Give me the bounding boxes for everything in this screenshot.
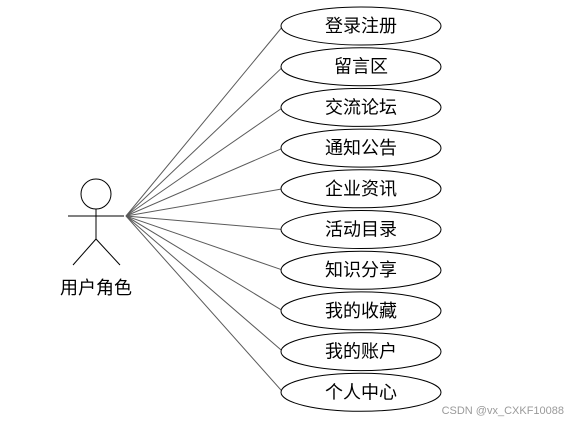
use-case-label: 留言区 (334, 57, 388, 78)
use-case-label: 登录注册 (325, 16, 397, 37)
use-case: 登录注册 (280, 6, 442, 46)
use-case-ellipse (280, 6, 442, 46)
use-case-label: 交流论坛 (325, 97, 397, 118)
use-case-ellipse (280, 87, 442, 127)
watermark: CSDN @vx_CXKF10088 (441, 405, 564, 417)
association-line (125, 106, 284, 217)
use-case-ellipse (280, 47, 442, 87)
use-case-ellipse (280, 372, 442, 412)
association-line (125, 66, 284, 217)
association-lines (125, 25, 284, 393)
use-case-ellipse (280, 210, 442, 249)
use-case-ellipse (280, 291, 442, 331)
use-case-ellipse (280, 250, 442, 290)
actor-left-leg (72, 238, 97, 266)
use-case: 活动目录 (280, 210, 442, 249)
use-case: 我的收藏 (280, 291, 442, 331)
association-line (125, 188, 284, 217)
use-case-label: 通知公告 (325, 138, 397, 159)
use-case-label: 知识分享 (325, 260, 397, 281)
actor-label: 用户角色 (60, 278, 132, 299)
association-line (125, 215, 284, 352)
use-case: 企业资讯 (280, 169, 442, 209)
use-case-label: 个人中心 (325, 382, 397, 403)
actor-right-leg (95, 238, 121, 266)
use-case-label: 我的收藏 (325, 301, 397, 322)
use-case-ellipse (280, 332, 442, 372)
use-case: 通知公告 (280, 128, 442, 168)
association-line (125, 215, 284, 312)
use-case: 我的账户 (280, 332, 442, 372)
use-case: 留言区 (280, 47, 442, 87)
use-case: 知识分享 (280, 250, 442, 290)
use-case-label: 活动目录 (325, 220, 397, 241)
actor-head (80, 178, 112, 210)
use-case-ellipse (280, 128, 442, 168)
use-case-ellipse (280, 169, 442, 209)
association-line (125, 147, 284, 217)
association-line (125, 25, 284, 217)
use-case-label: 企业资讯 (325, 179, 397, 200)
association-line (125, 215, 284, 271)
actor-figure: 用户角色 (60, 178, 132, 299)
use-case: 个人中心 (280, 372, 442, 412)
use-case-label: 我的账户 (325, 342, 397, 363)
association-line (125, 215, 284, 230)
association-line (125, 215, 284, 393)
use-case: 交流论坛 (280, 87, 442, 127)
